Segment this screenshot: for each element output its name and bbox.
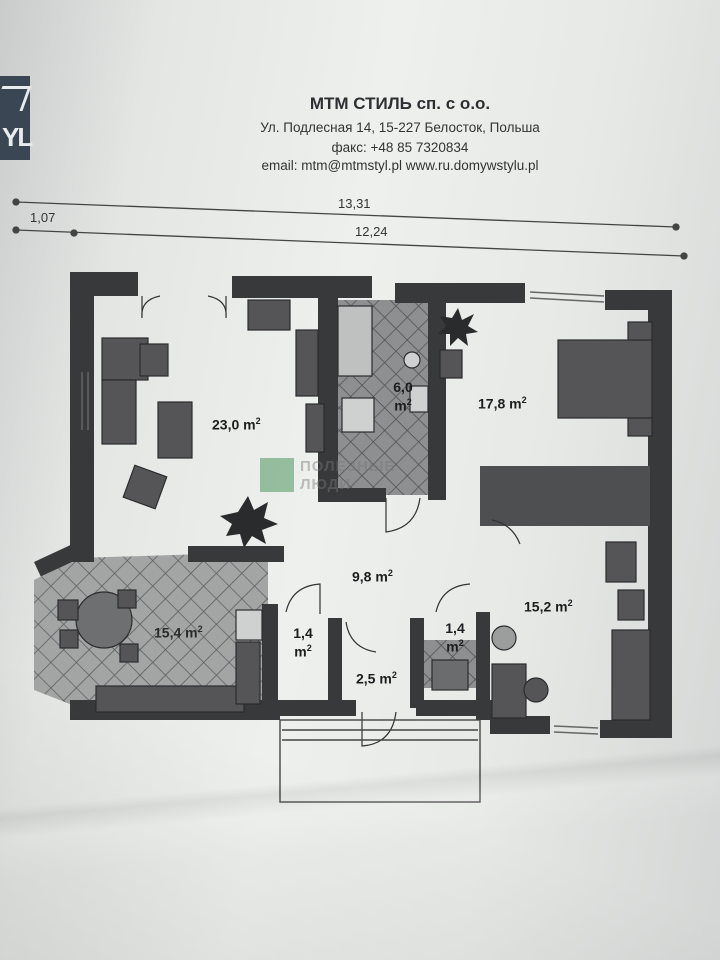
dimension-inner: 12,24 (355, 224, 388, 239)
company-logo: YL (0, 76, 33, 160)
area-entry: 2,5 m2 (356, 670, 397, 687)
dimension-lines (12, 198, 688, 260)
windows (81, 291, 605, 735)
plant-icons (220, 308, 478, 548)
area-bedroom-1: 17,8 m2 (478, 395, 527, 412)
company-name: МТМ СТИЛЬ сп. с о.о. (309, 94, 491, 113)
watermark-logo-icon (260, 458, 294, 492)
area-living-room: 23,0 m2 (212, 416, 261, 433)
company-address: Ул. Подлесная 14, 15-227 Белосток, Польш… (260, 120, 540, 135)
furniture (57, 299, 653, 721)
dimension-offset: 1,07 (30, 210, 56, 225)
entrance-porch (279, 719, 481, 803)
door-swings (141, 295, 521, 747)
area-kitchen: 15,4 m2 (154, 624, 203, 641)
logo-text: YL (2, 122, 33, 152)
area-hall: 9,8 m2 (352, 568, 393, 585)
dimension-total: 13,31 (338, 196, 371, 211)
company-fax: факс: +48 85 7320834 (331, 140, 469, 155)
company-contact: email: mtm@mtmstyl.pl www.ru.domywstylu.… (261, 158, 539, 173)
watermark-line-2: ЛЮДИ (300, 476, 352, 493)
watermark-line-1: ПОЛЕЗНЫЕ (300, 458, 396, 475)
area-bedroom-2: 15,2 m2 (524, 598, 573, 615)
